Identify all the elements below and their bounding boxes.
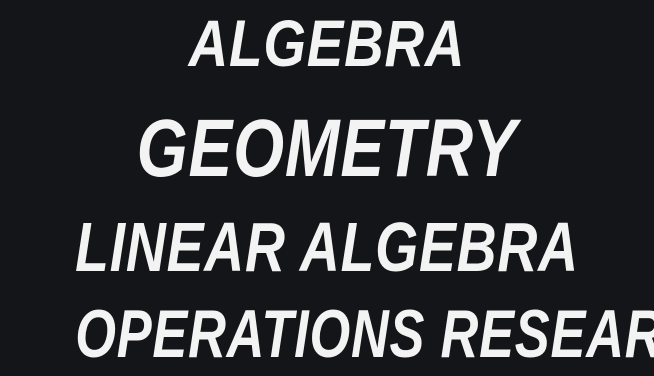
subject-linear-algebra: LINEAR ALGEBRA	[75, 208, 579, 286]
subject-operations-research: OPERATIONS RESEARCH	[75, 296, 654, 372]
subject-algebra: ALGEBRA	[188, 6, 466, 80]
subject-geometry: GEOMETRY	[136, 103, 518, 194]
